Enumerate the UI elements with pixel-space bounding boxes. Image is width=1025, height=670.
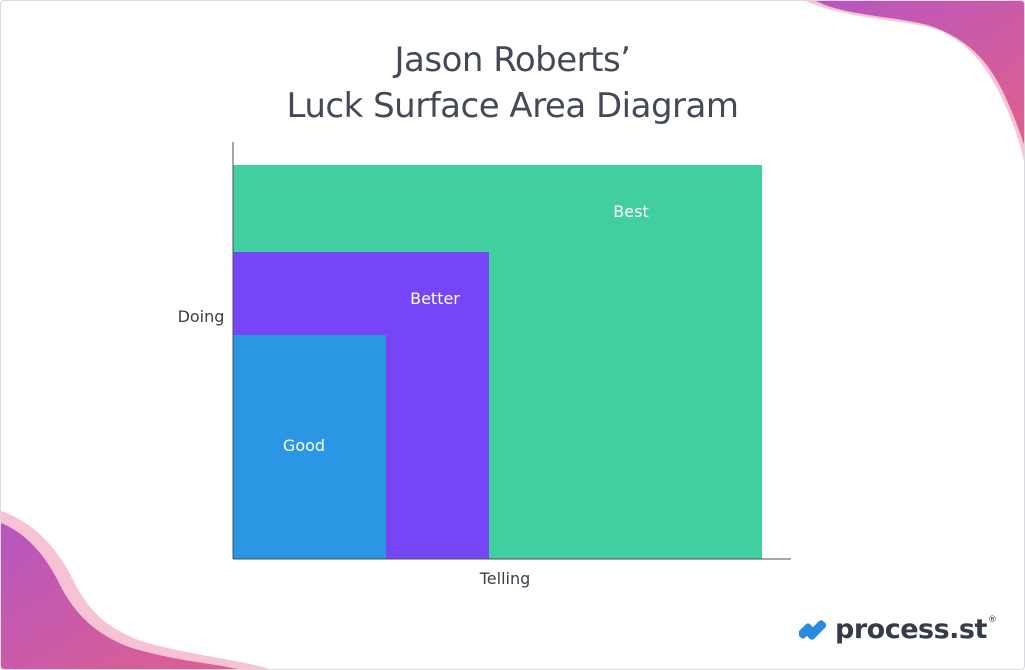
region-label-best: Best [613, 202, 648, 221]
decorative-blob-top-right [806, 1, 1024, 161]
process-st-logo-icon [799, 620, 827, 640]
region-label-good: Good [283, 436, 325, 455]
process-st-logo: process.st ® [799, 611, 997, 647]
process-st-logo-text: process.st [835, 613, 987, 645]
y-axis-label: Doing [178, 307, 225, 326]
registered-mark: ® [987, 615, 997, 625]
decorative-blob-bottom-left [1, 511, 270, 669]
title-line-1: Jason Roberts’ [394, 40, 631, 80]
title-line-2: Luck Surface Area Diagram [286, 86, 739, 126]
diagram-title: Jason Roberts’ Luck Surface Area Diagram [1, 37, 1024, 129]
region-good [233, 335, 386, 559]
x-axis-label: Telling [479, 569, 531, 588]
region-label-better: Better [410, 289, 460, 308]
